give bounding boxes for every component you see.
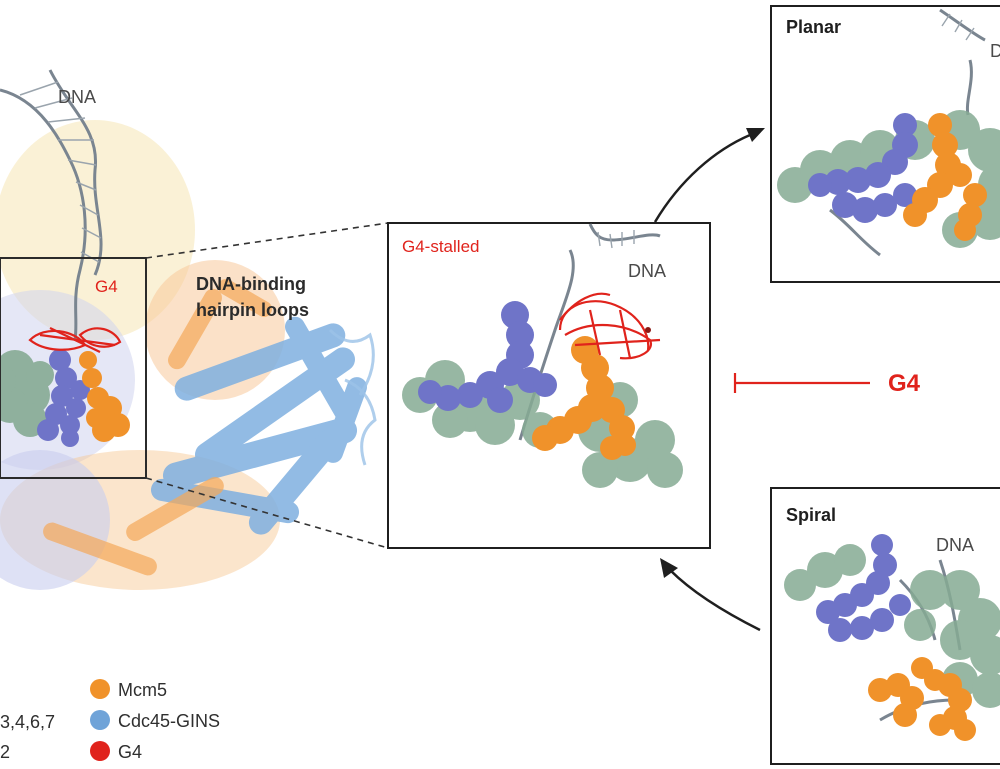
panel-spiral: [770, 487, 1000, 765]
zoom-line-bottom: [145, 477, 389, 549]
legend-g4-label: G4: [118, 742, 143, 762]
mcm-green-overview: [0, 350, 54, 437]
legend-mcm5-label: Mcm5: [118, 680, 167, 700]
panel-planar: [770, 5, 1000, 283]
overview-dna-label: DNA: [58, 87, 97, 107]
overview-zoom-box: [0, 257, 147, 479]
inhibition-arrow: [733, 373, 870, 393]
zoom-line-top: [145, 222, 389, 259]
inhibition-g4-label: G4: [888, 370, 921, 397]
hairpin-label-line1: DNA-binding: [196, 274, 306, 294]
planar-dna-label: D: [990, 41, 1000, 61]
arrow-to-stalled: [660, 558, 761, 632]
overview-dna-helix: [0, 69, 103, 341]
stalled-panel-title: G4-stalled: [402, 237, 480, 256]
mcm5-orange-overview: [79, 351, 130, 442]
cmg-overview-structure: [0, 69, 377, 590]
mcm2-purple-overview: [37, 349, 90, 447]
overview-g4-label: G4: [95, 277, 118, 296]
spiral-panel-title: Spiral: [786, 505, 837, 525]
spiral-dna-label: DNA: [936, 535, 975, 555]
legend-mcm5-swatch: [90, 679, 110, 699]
legend-cdc45-gins-label: Cdc45-GINS: [118, 711, 221, 731]
panel-g4-stalled: [387, 222, 711, 549]
g4-overview: [28, 327, 122, 353]
legend-left-item-1: 3,4,6,7: [0, 712, 56, 732]
planar-panel-title: Planar: [786, 17, 842, 37]
arrow-to-planar: [653, 128, 765, 223]
legend-g4-swatch: [90, 741, 110, 761]
hairpin-label-line2: hairpin loops: [196, 300, 310, 320]
legend-left-item-2: 2: [0, 742, 11, 762]
legend-cdc45-gins-swatch: [90, 710, 110, 730]
stalled-dna-label: DNA: [628, 261, 667, 281]
